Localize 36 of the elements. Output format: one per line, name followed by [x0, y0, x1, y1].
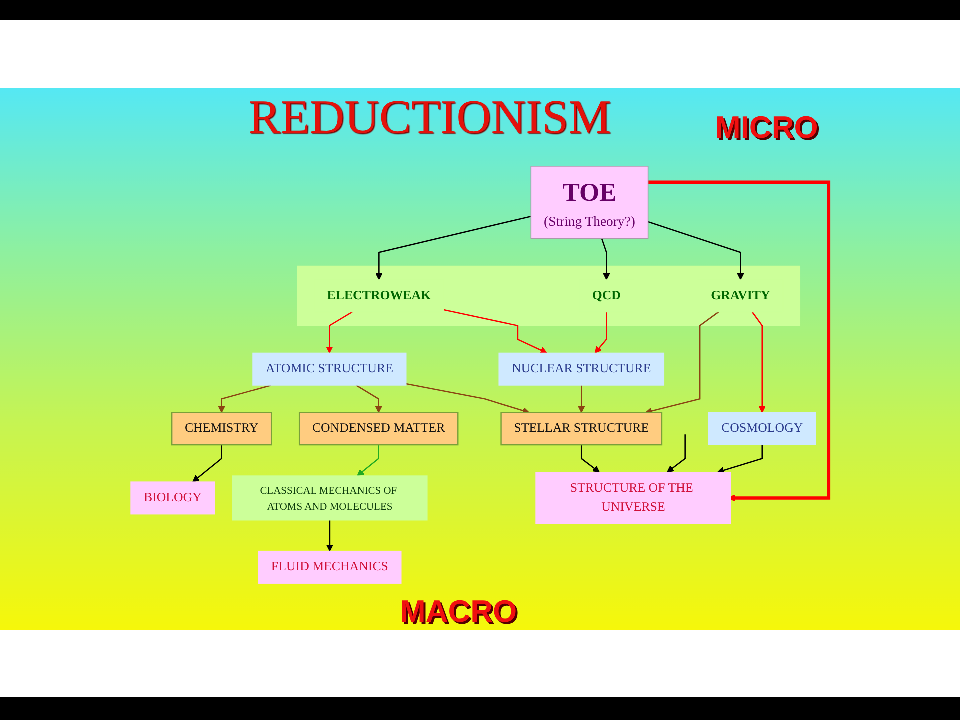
node-box: FLUID MECHANICS [258, 550, 402, 584]
arrow [218, 384, 272, 414]
arrow [357, 445, 380, 476]
arrow [326, 520, 334, 552]
arrow [376, 216, 532, 280]
node-box: STRUCTURE OF THE UNIVERSE [536, 472, 732, 524]
arrow [192, 445, 222, 482]
level-label: MICRO [715, 110, 818, 146]
level-label: MACRO [400, 594, 518, 630]
node-text: ELECTROWEAK [327, 288, 432, 303]
node-box: CLASSICAL MECHANICS OF ATOMS AND MOLECULES [232, 476, 428, 521]
node-box: BIOLOGY [130, 482, 216, 515]
arrow [444, 309, 548, 354]
node-text: QCD [592, 288, 621, 303]
cluster [297, 266, 801, 326]
arrow [667, 434, 686, 473]
node-box: CONDENSED MATTER [298, 412, 459, 446]
arrow [326, 312, 353, 354]
arrow [581, 445, 600, 473]
arrow [717, 445, 764, 474]
arrow [356, 384, 382, 414]
node-box: ATOMIC STRUCTURE [252, 352, 407, 386]
node-text: GRAVITY [711, 288, 770, 303]
arrow [752, 312, 766, 414]
arrow [601, 238, 610, 280]
node-box: NUCLEAR STRUCTURE [498, 352, 665, 386]
arrow [648, 180, 831, 502]
arrow [648, 221, 744, 280]
arrow [578, 385, 586, 414]
arrow [594, 312, 608, 354]
node-box: COSMOLOGY [708, 412, 816, 446]
node-box: CHEMISTRY [171, 412, 272, 446]
node-box: STELLAR STRUCTURE [500, 412, 663, 446]
node-box: TOE (String Theory?) [530, 166, 649, 240]
arrow [406, 383, 530, 414]
diagram-title: REDUCTIONISM [248, 90, 612, 145]
